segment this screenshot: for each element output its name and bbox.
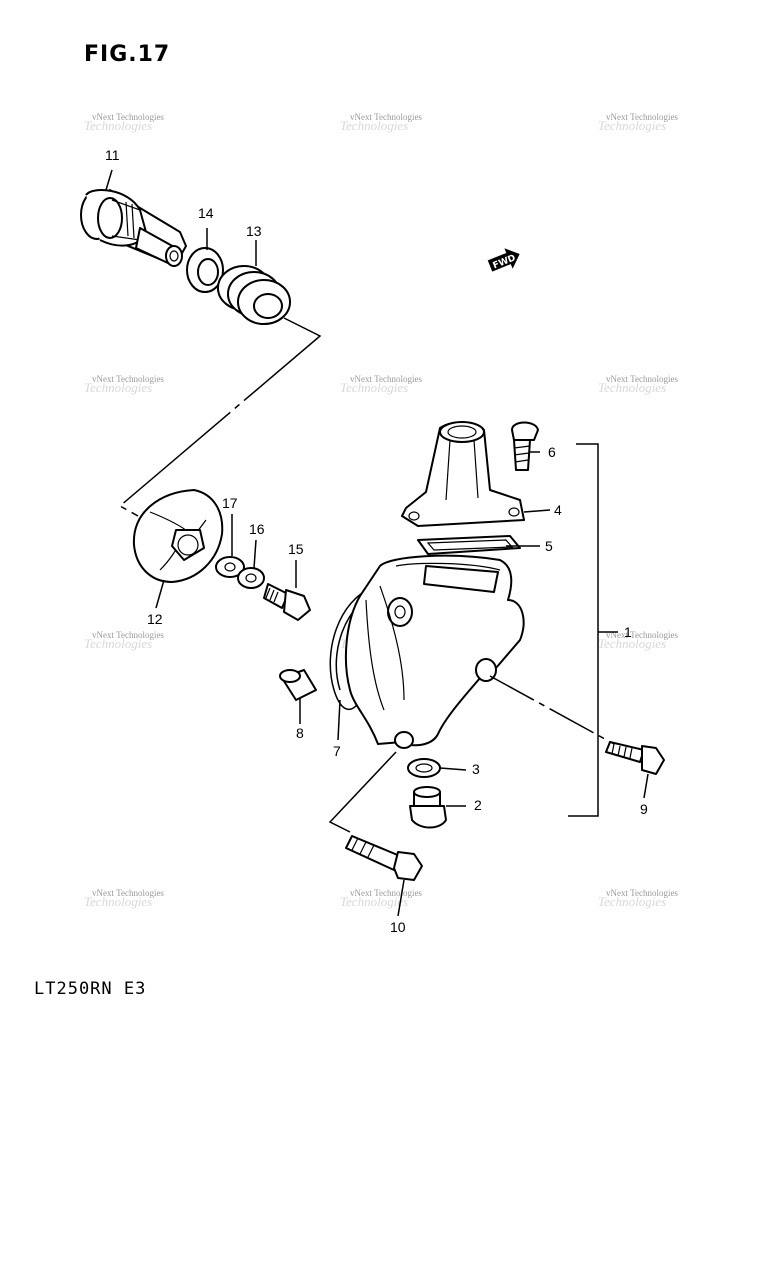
watermark-text: vNext Technologies	[350, 374, 422, 384]
watermark-text: vNext Technologies	[92, 112, 164, 122]
callout-16: 16	[249, 521, 265, 537]
model-code: LT250RN E3	[34, 979, 147, 999]
watermark-text: vNext Technologies	[350, 888, 422, 898]
figure-title: FIG.17	[84, 42, 171, 67]
callout-1: 1	[624, 624, 632, 640]
callout-5: 5	[545, 538, 553, 554]
fwd-arrow-icon: FWD	[487, 248, 520, 272]
leader-lines	[105, 169, 649, 917]
svg-text:Technologies: Technologies	[84, 380, 152, 395]
svg-text:Technologies: Technologies	[340, 380, 408, 395]
callout-labels: 11 14 13 17 16 15 12 8 7 6 4 5 1 3 2 9 1…	[105, 147, 648, 935]
svg-text:Technologies: Technologies	[340, 118, 408, 133]
impeller-part-12	[132, 489, 224, 583]
oil-seal-part-14	[186, 247, 224, 293]
callout-11: 11	[105, 147, 120, 163]
mechanical-seal-part-13	[217, 265, 291, 325]
svg-text:Technologies: Technologies	[598, 894, 666, 909]
outlet-pipe-part-4	[401, 421, 525, 527]
callout-12: 12	[147, 611, 163, 627]
bolt-part-9	[605, 741, 665, 775]
callout-8: 8	[296, 725, 304, 741]
svg-text:Technologies: Technologies	[598, 636, 666, 651]
pump-case-part-1	[344, 554, 525, 749]
svg-text:Technologies: Technologies	[84, 118, 152, 133]
callout-6: 6	[548, 444, 556, 460]
watermark-text: vNext Technologies	[92, 374, 164, 384]
watermark-text: vNext Technologies	[350, 112, 422, 122]
washer-part-17	[215, 556, 245, 578]
watermark-text: vNext Technologies	[606, 112, 678, 122]
svg-text:Technologies: Technologies	[598, 380, 666, 395]
svg-text:Technologies: Technologies	[598, 118, 666, 133]
watermark-text: vNext Technologies	[92, 888, 164, 898]
callout-9: 9	[640, 801, 648, 817]
callout-3: 3	[472, 761, 480, 777]
watermark-text: vNext Technologies	[606, 630, 678, 640]
washer-part-3	[407, 758, 441, 778]
callout-10: 10	[390, 919, 406, 935]
bolt-part-10	[345, 835, 423, 881]
fwd-label: FWD	[492, 253, 518, 271]
pump-shaft-part-11	[80, 189, 187, 267]
callout-13: 13	[246, 223, 262, 239]
bolt-part-15	[263, 583, 311, 621]
callout-17: 17	[222, 495, 238, 511]
callout-15: 15	[288, 541, 304, 557]
screw-part-6	[511, 421, 539, 471]
svg-text:Technologies: Technologies	[84, 636, 152, 651]
watermark-text: vNext Technologies	[606, 374, 678, 384]
svg-text:Technologies: Technologies	[340, 894, 408, 909]
callout-14: 14	[198, 205, 214, 221]
callout-2: 2	[474, 797, 482, 813]
svg-text:Technologies: Technologies	[84, 894, 152, 909]
watermark-text: vNext Technologies	[606, 888, 678, 898]
watermark-text: vNext Technologies	[92, 630, 164, 640]
drain-plug-part-2	[409, 786, 447, 829]
callout-7: 7	[333, 743, 341, 759]
gasket-part-5	[417, 535, 521, 555]
washer-part-16	[237, 567, 265, 589]
callout-4: 4	[554, 502, 562, 518]
dowel-pin-part-8	[279, 669, 317, 701]
